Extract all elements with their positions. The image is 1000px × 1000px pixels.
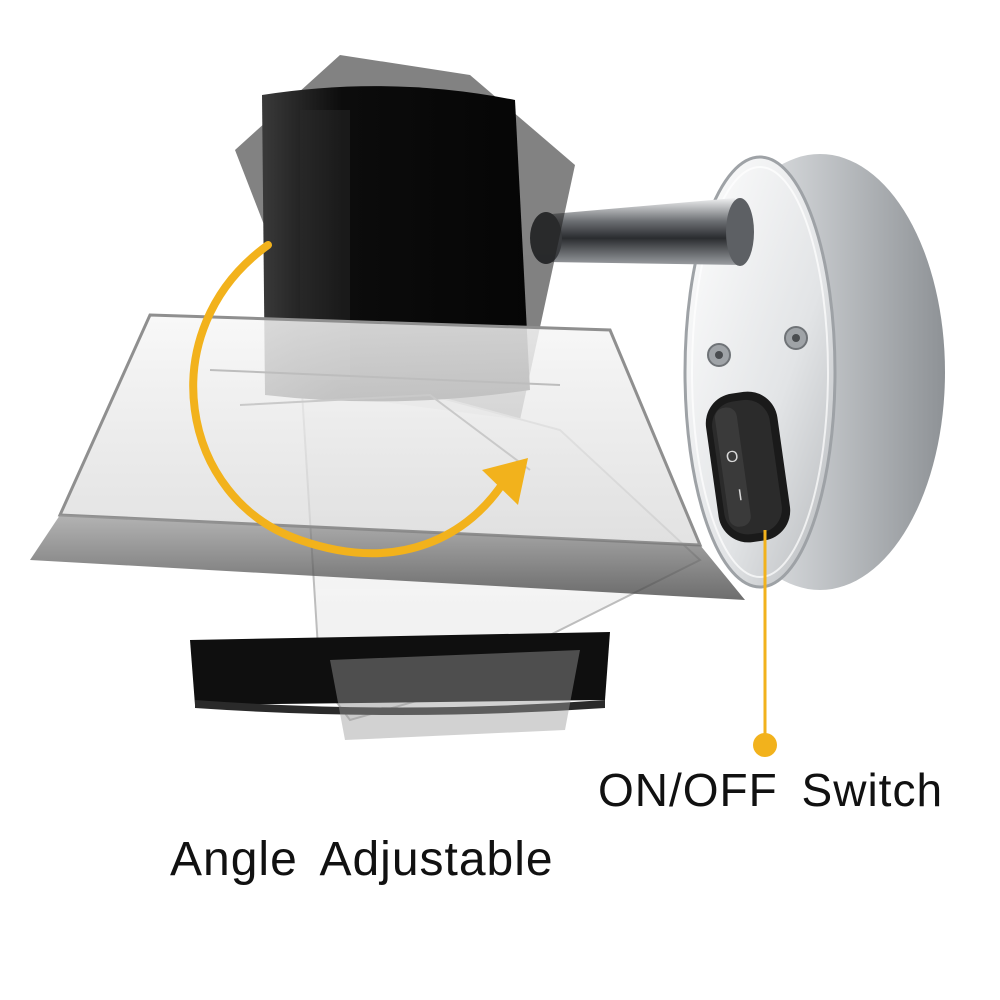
callout-dot-icon — [753, 733, 777, 757]
lamp-base — [190, 632, 610, 740]
rocker-switch — [705, 391, 791, 543]
angle-label: Angle Adjustable — [170, 833, 554, 886]
rotation-arrow-icon — [189, 241, 528, 558]
switch-label: ON/OFF Switch — [598, 764, 944, 816]
switch-callout-line — [753, 530, 777, 757]
switch-symbol-on: I — [737, 487, 744, 504]
lamp-diffuser — [30, 313, 745, 600]
switch-symbol-off: O — [725, 448, 740, 467]
